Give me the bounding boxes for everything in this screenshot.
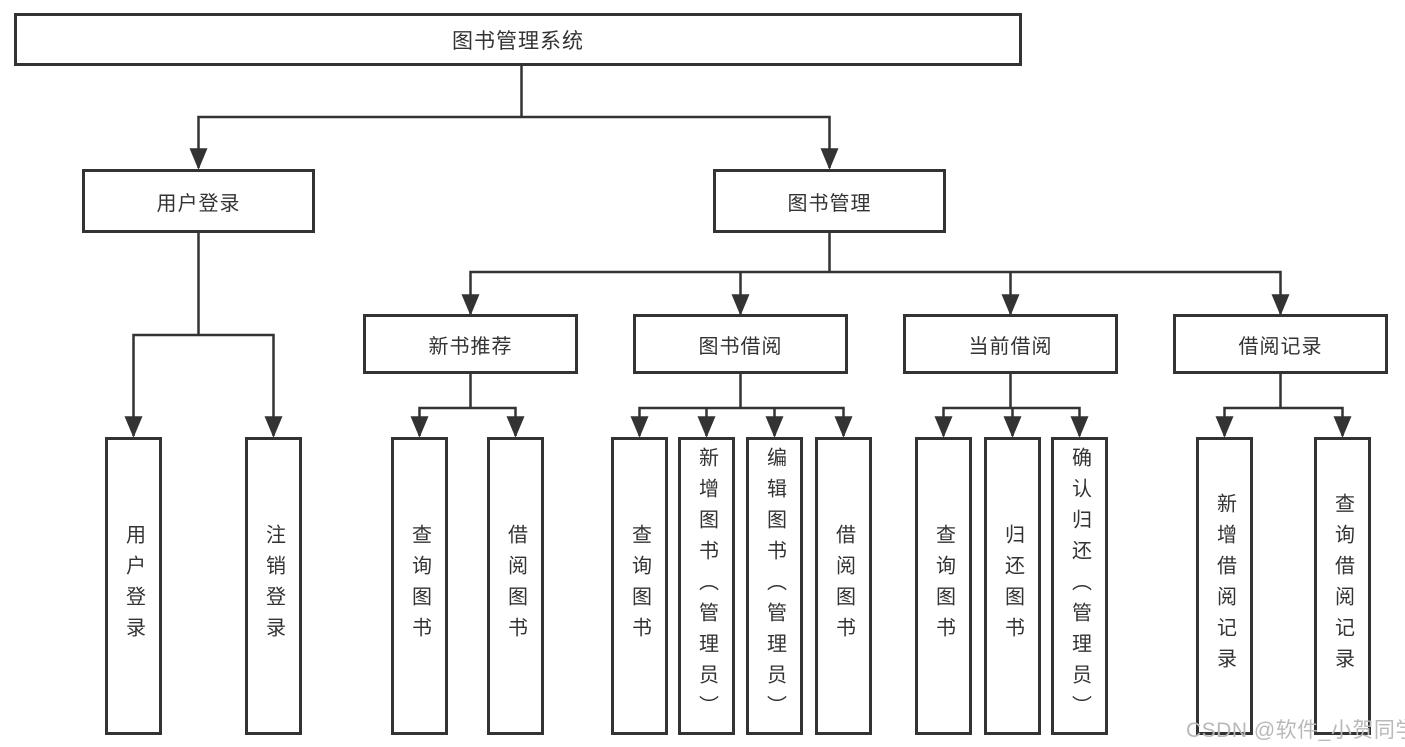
connector-newbook-branch: [410, 406, 525, 438]
node-new-book-recommendation-label: 新书推荐: [428, 335, 513, 358]
leaf-bb-add-books-admin-label: 新增图书（管理员）: [695, 446, 718, 726]
node-current-borrowing-label: 当前借阅: [968, 335, 1053, 358]
leaf-nb-query-books-label: 查询图书: [408, 524, 431, 648]
leaf-br-query-record: 查询借阅记录: [1314, 437, 1371, 735]
leaf-nb-query-books: 查询图书: [391, 437, 448, 735]
leaf-bb-query-books: 查询图书: [611, 437, 668, 735]
leaf-bb-query-books-label: 查询图书: [628, 524, 651, 648]
node-book-management: 图书管理: [713, 169, 946, 233]
leaf-logout-label: 注销登录: [262, 524, 285, 648]
leaf-cb-query-books-label: 查询图书: [932, 524, 955, 648]
leaf-cb-query-books: 查询图书: [915, 437, 972, 735]
node-book-borrowing: 图书借阅: [633, 314, 848, 374]
connector-bookmgmt-branch: [461, 270, 1290, 316]
connector-root-branch: [189, 115, 839, 170]
node-borrowing-records: 借阅记录: [1173, 314, 1388, 374]
leaf-bb-add-books-admin: 新增图书（管理员）: [678, 437, 735, 735]
leaf-bb-edit-books-admin-label: 编辑图书（管理员）: [763, 446, 786, 726]
leaf-cb-confirm-return-admin-label: 确认归还（管理员）: [1068, 446, 1091, 726]
connector-userlogin-branch: [124, 333, 283, 438]
leaf-user-login: 用户登录: [105, 437, 162, 735]
node-book-borrowing-label: 图书借阅: [698, 335, 783, 358]
leaf-bb-edit-books-admin: 编辑图书（管理员）: [746, 437, 803, 735]
connector-borrowing-branch: [630, 406, 853, 438]
leaf-logout: 注销登录: [245, 437, 302, 735]
node-new-book-recommendation: 新书推荐: [363, 314, 578, 374]
leaf-br-query-record-label: 查询借阅记录: [1331, 493, 1354, 679]
leaf-user-login-label: 用户登录: [122, 524, 145, 648]
connector-records-branch: [1215, 406, 1352, 438]
node-user-login-label: 用户登录: [156, 192, 241, 215]
node-borrowing-records-label: 借阅记录: [1238, 335, 1323, 358]
leaf-cb-confirm-return-admin: 确认归还（管理员）: [1051, 437, 1108, 735]
node-root-label: 图书管理系统: [452, 29, 584, 53]
leaf-bb-borrow-books: 借阅图书: [815, 437, 872, 735]
leaf-nb-borrow-books: 借阅图书: [487, 437, 544, 735]
node-current-borrowing: 当前借阅: [903, 314, 1118, 374]
leaf-nb-borrow-books-label: 借阅图书: [504, 524, 527, 648]
node-user-login: 用户登录: [82, 169, 315, 233]
node-book-management-label: 图书管理: [787, 192, 872, 215]
leaf-bb-borrow-books-label: 借阅图书: [832, 524, 855, 648]
node-root: 图书管理系统: [14, 13, 1022, 66]
leaf-cb-return-books-label: 归还图书: [1001, 524, 1024, 648]
leaf-br-add-record-label: 新增借阅记录: [1213, 493, 1236, 679]
leaf-cb-return-books: 归还图书: [984, 437, 1041, 735]
csdn-watermark: CSDN @软件_小贺同学: [1186, 719, 1405, 742]
leaf-br-add-record: 新增借阅记录: [1196, 437, 1253, 735]
